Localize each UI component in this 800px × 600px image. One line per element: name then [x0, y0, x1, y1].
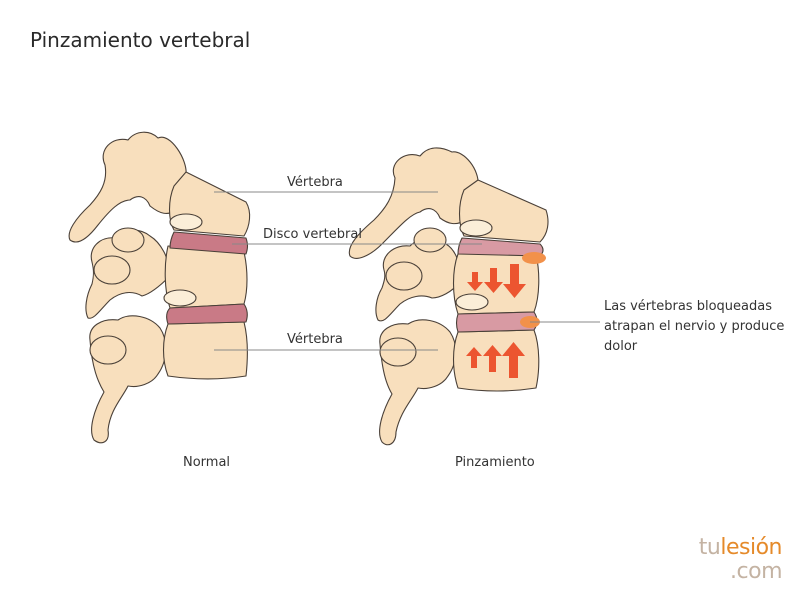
pinched-facet: [385, 261, 423, 291]
page-title: Pinzamiento vertebral: [30, 28, 251, 52]
leader-lines: [214, 191, 600, 351]
pinched-disc: [455, 311, 538, 333]
disc-label: Disco vertebral: [263, 227, 362, 242]
inflamed-area: [522, 252, 546, 264]
pinched-endplate: [459, 219, 493, 237]
pinched-facet: [413, 227, 447, 253]
pinched-posterior-process: [348, 147, 479, 259]
normal-facet: [93, 255, 131, 285]
normal-disc: [169, 231, 249, 255]
pinched-vertebral-body: [452, 329, 540, 392]
pinched-facet: [379, 337, 417, 367]
logo-tu: tu: [698, 535, 721, 560]
arrow-up: [483, 345, 502, 372]
logo-domain: .com: [730, 559, 782, 584]
normal-posterior-process: [68, 131, 187, 243]
vertebra-label-top: Vértebra: [287, 175, 343, 190]
arrow-down: [503, 264, 526, 298]
arrow-up: [466, 347, 482, 368]
normal-posterior-process: [89, 315, 167, 444]
pinched-nerve-note: Las vértebras bloqueadas atrapan el nerv…: [604, 299, 785, 354]
pinched-endplate: [455, 293, 489, 311]
normal-disc: [166, 303, 248, 325]
arrow-down: [484, 268, 503, 293]
logo-lesion: lesión: [720, 535, 782, 560]
brand-logo: tulesión .com: [682, 535, 783, 590]
normal-endplate: [169, 213, 203, 231]
arrow-up: [502, 342, 525, 378]
caption-pinched: Pinzamiento: [455, 455, 535, 470]
normal-endplate: [163, 289, 197, 307]
normal-facet: [111, 227, 145, 253]
arrow-down: [467, 272, 483, 291]
normal-spine: [68, 131, 251, 444]
compression-arrows: [466, 264, 526, 378]
vertebra-label-bottom: Vértebra: [287, 332, 343, 347]
caption-normal: Normal: [183, 455, 231, 470]
logo-wordmark: tulesión: [698, 535, 783, 560]
normal-facet: [89, 335, 127, 365]
normal-vertebral-body: [162, 321, 248, 380]
